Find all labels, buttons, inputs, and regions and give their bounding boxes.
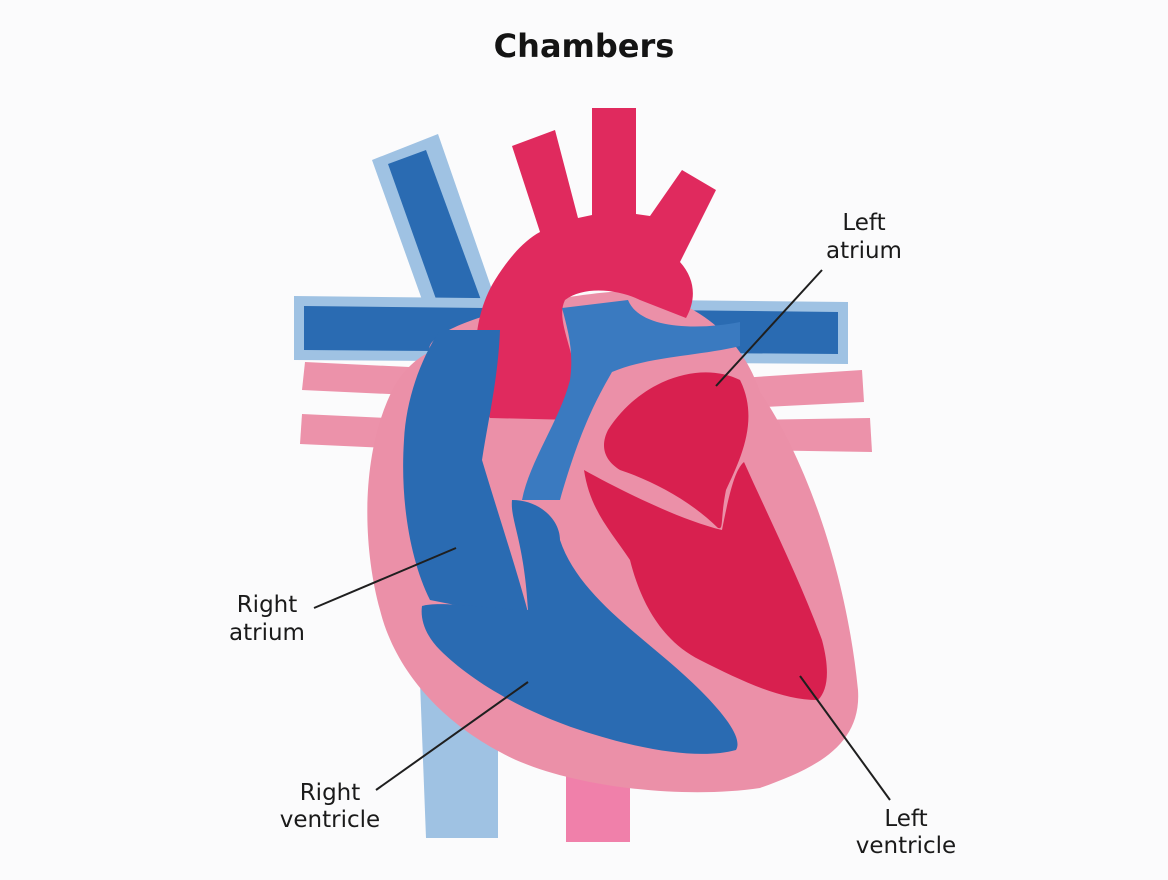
label-left-ventricle: Left ventricle [856, 806, 956, 859]
right-atrium-chamber [403, 330, 530, 620]
pulmonary-trunk [522, 300, 740, 500]
aorta [475, 108, 716, 420]
pulmonary-vein-right-upper [740, 370, 864, 408]
label-right-ventricle-line1: Right [300, 780, 361, 806]
label-left-ventricle-line1: Left [884, 806, 927, 832]
leader-line-left-atrium [715, 269, 823, 387]
label-right-atrium-line1: Right [237, 592, 298, 618]
label-left-atrium: Left atrium [826, 210, 902, 264]
right-ventricle-chamber [421, 500, 738, 754]
left-atrium-chamber [604, 372, 749, 529]
diagram-title: Chambers [494, 27, 675, 65]
label-left-atrium-line2: atrium [826, 238, 902, 264]
label-right-atrium: Right atrium [229, 592, 305, 646]
left-ventricle-chamber [584, 462, 827, 700]
leader-line-right-ventricle [375, 681, 529, 791]
label-left-ventricle-line2: ventricle [856, 833, 956, 859]
leader-line-left-ventricle [799, 675, 891, 801]
label-right-ventricle: Right ventricle [280, 780, 380, 833]
label-right-ventricle-line2: ventricle [280, 807, 380, 833]
label-left-atrium-line1: Left [842, 210, 885, 236]
leader-line-right-atrium [313, 547, 457, 609]
superior-vena-cava [388, 150, 492, 344]
label-right-atrium-line2: atrium [229, 620, 305, 646]
